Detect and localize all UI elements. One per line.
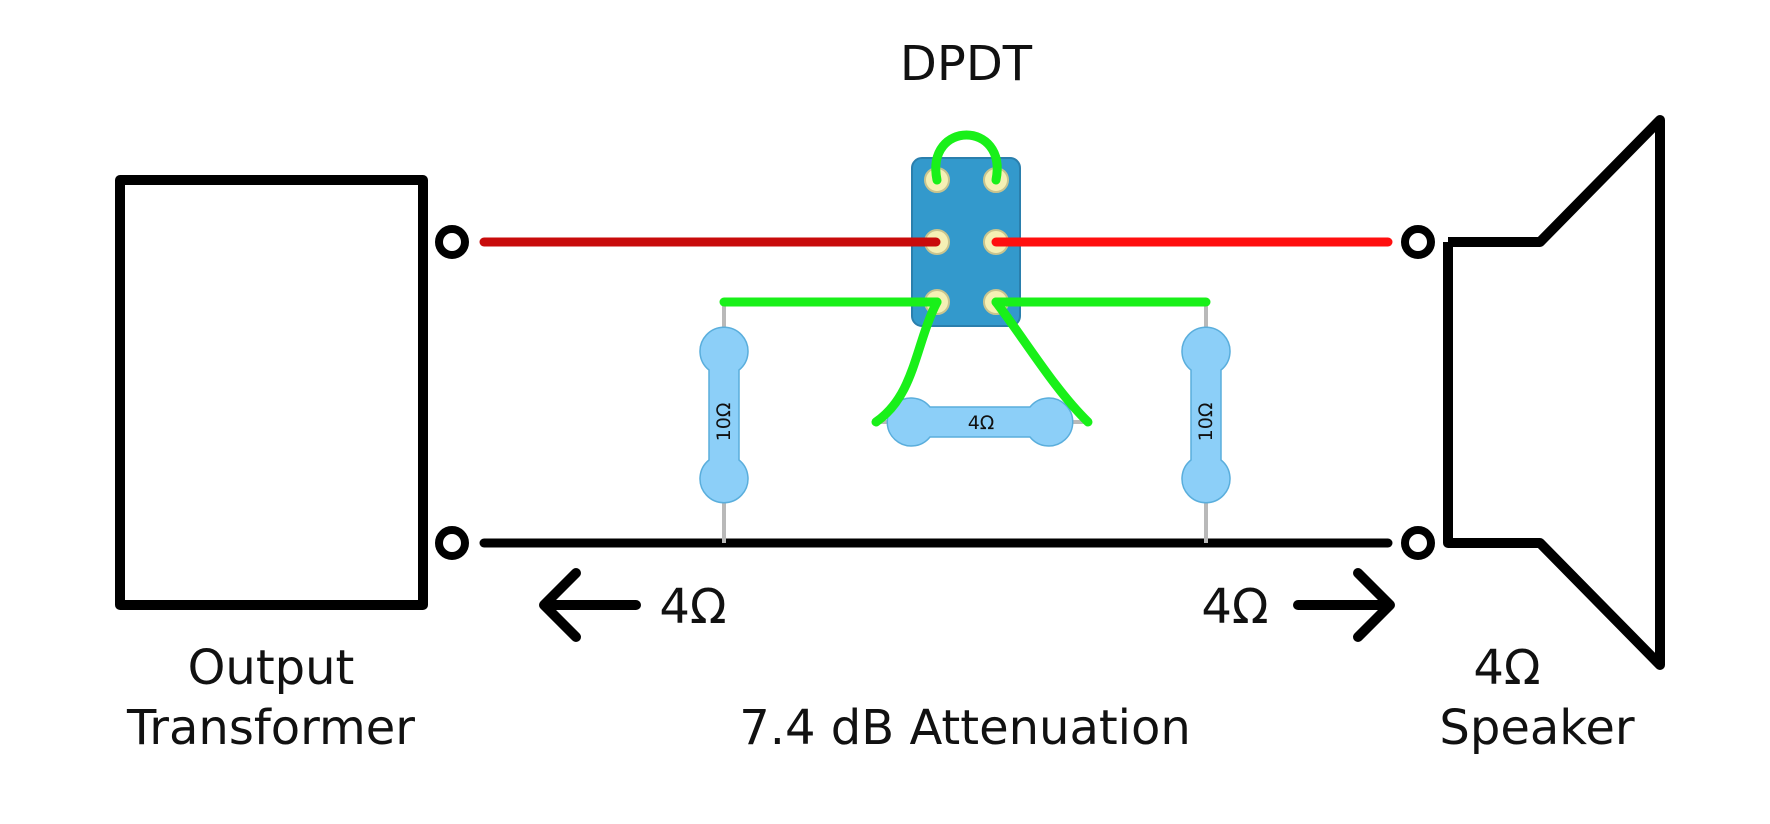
- right-arrow: [1293, 568, 1395, 642]
- transformer-label-line1: Output: [188, 640, 355, 696]
- speaker-outline: [1443, 115, 1665, 670]
- output-transformer-box: [115, 175, 428, 610]
- middle-resistor: 4Ω: [886, 397, 1074, 447]
- speaker-label: Speaker: [1439, 700, 1635, 756]
- transformer-label-line2: Transformer: [126, 700, 415, 756]
- left-resistor: 10Ω: [699, 326, 749, 504]
- top-jumper-wire: [931, 130, 1002, 185]
- middle-right-jumper-wire: [991, 297, 1093, 427]
- speaker-terminal-bottom: [1401, 526, 1435, 560]
- speaker-terminal-top: [1401, 225, 1435, 259]
- middle-left-jumper-wire: [871, 297, 942, 427]
- switch-title: DPDT: [900, 36, 1033, 92]
- middle-resistor-label: 4Ω: [968, 412, 995, 434]
- impedance-right-label: 4Ω: [1201, 579, 1268, 635]
- transformer-terminal-bottom: [435, 526, 469, 560]
- right-resistor-label: 10Ω: [1195, 403, 1217, 442]
- right-resistor: 10Ω: [1181, 326, 1231, 504]
- transformer-terminal-top: [435, 225, 469, 259]
- attenuation-label: 7.4 dB Attenuation: [739, 700, 1191, 756]
- left-resistor-label: 10Ω: [713, 403, 735, 442]
- left-arrow: [539, 568, 641, 642]
- impedance-left-label: 4Ω: [659, 579, 726, 635]
- speaker-impedance-label: 4Ω: [1473, 640, 1540, 696]
